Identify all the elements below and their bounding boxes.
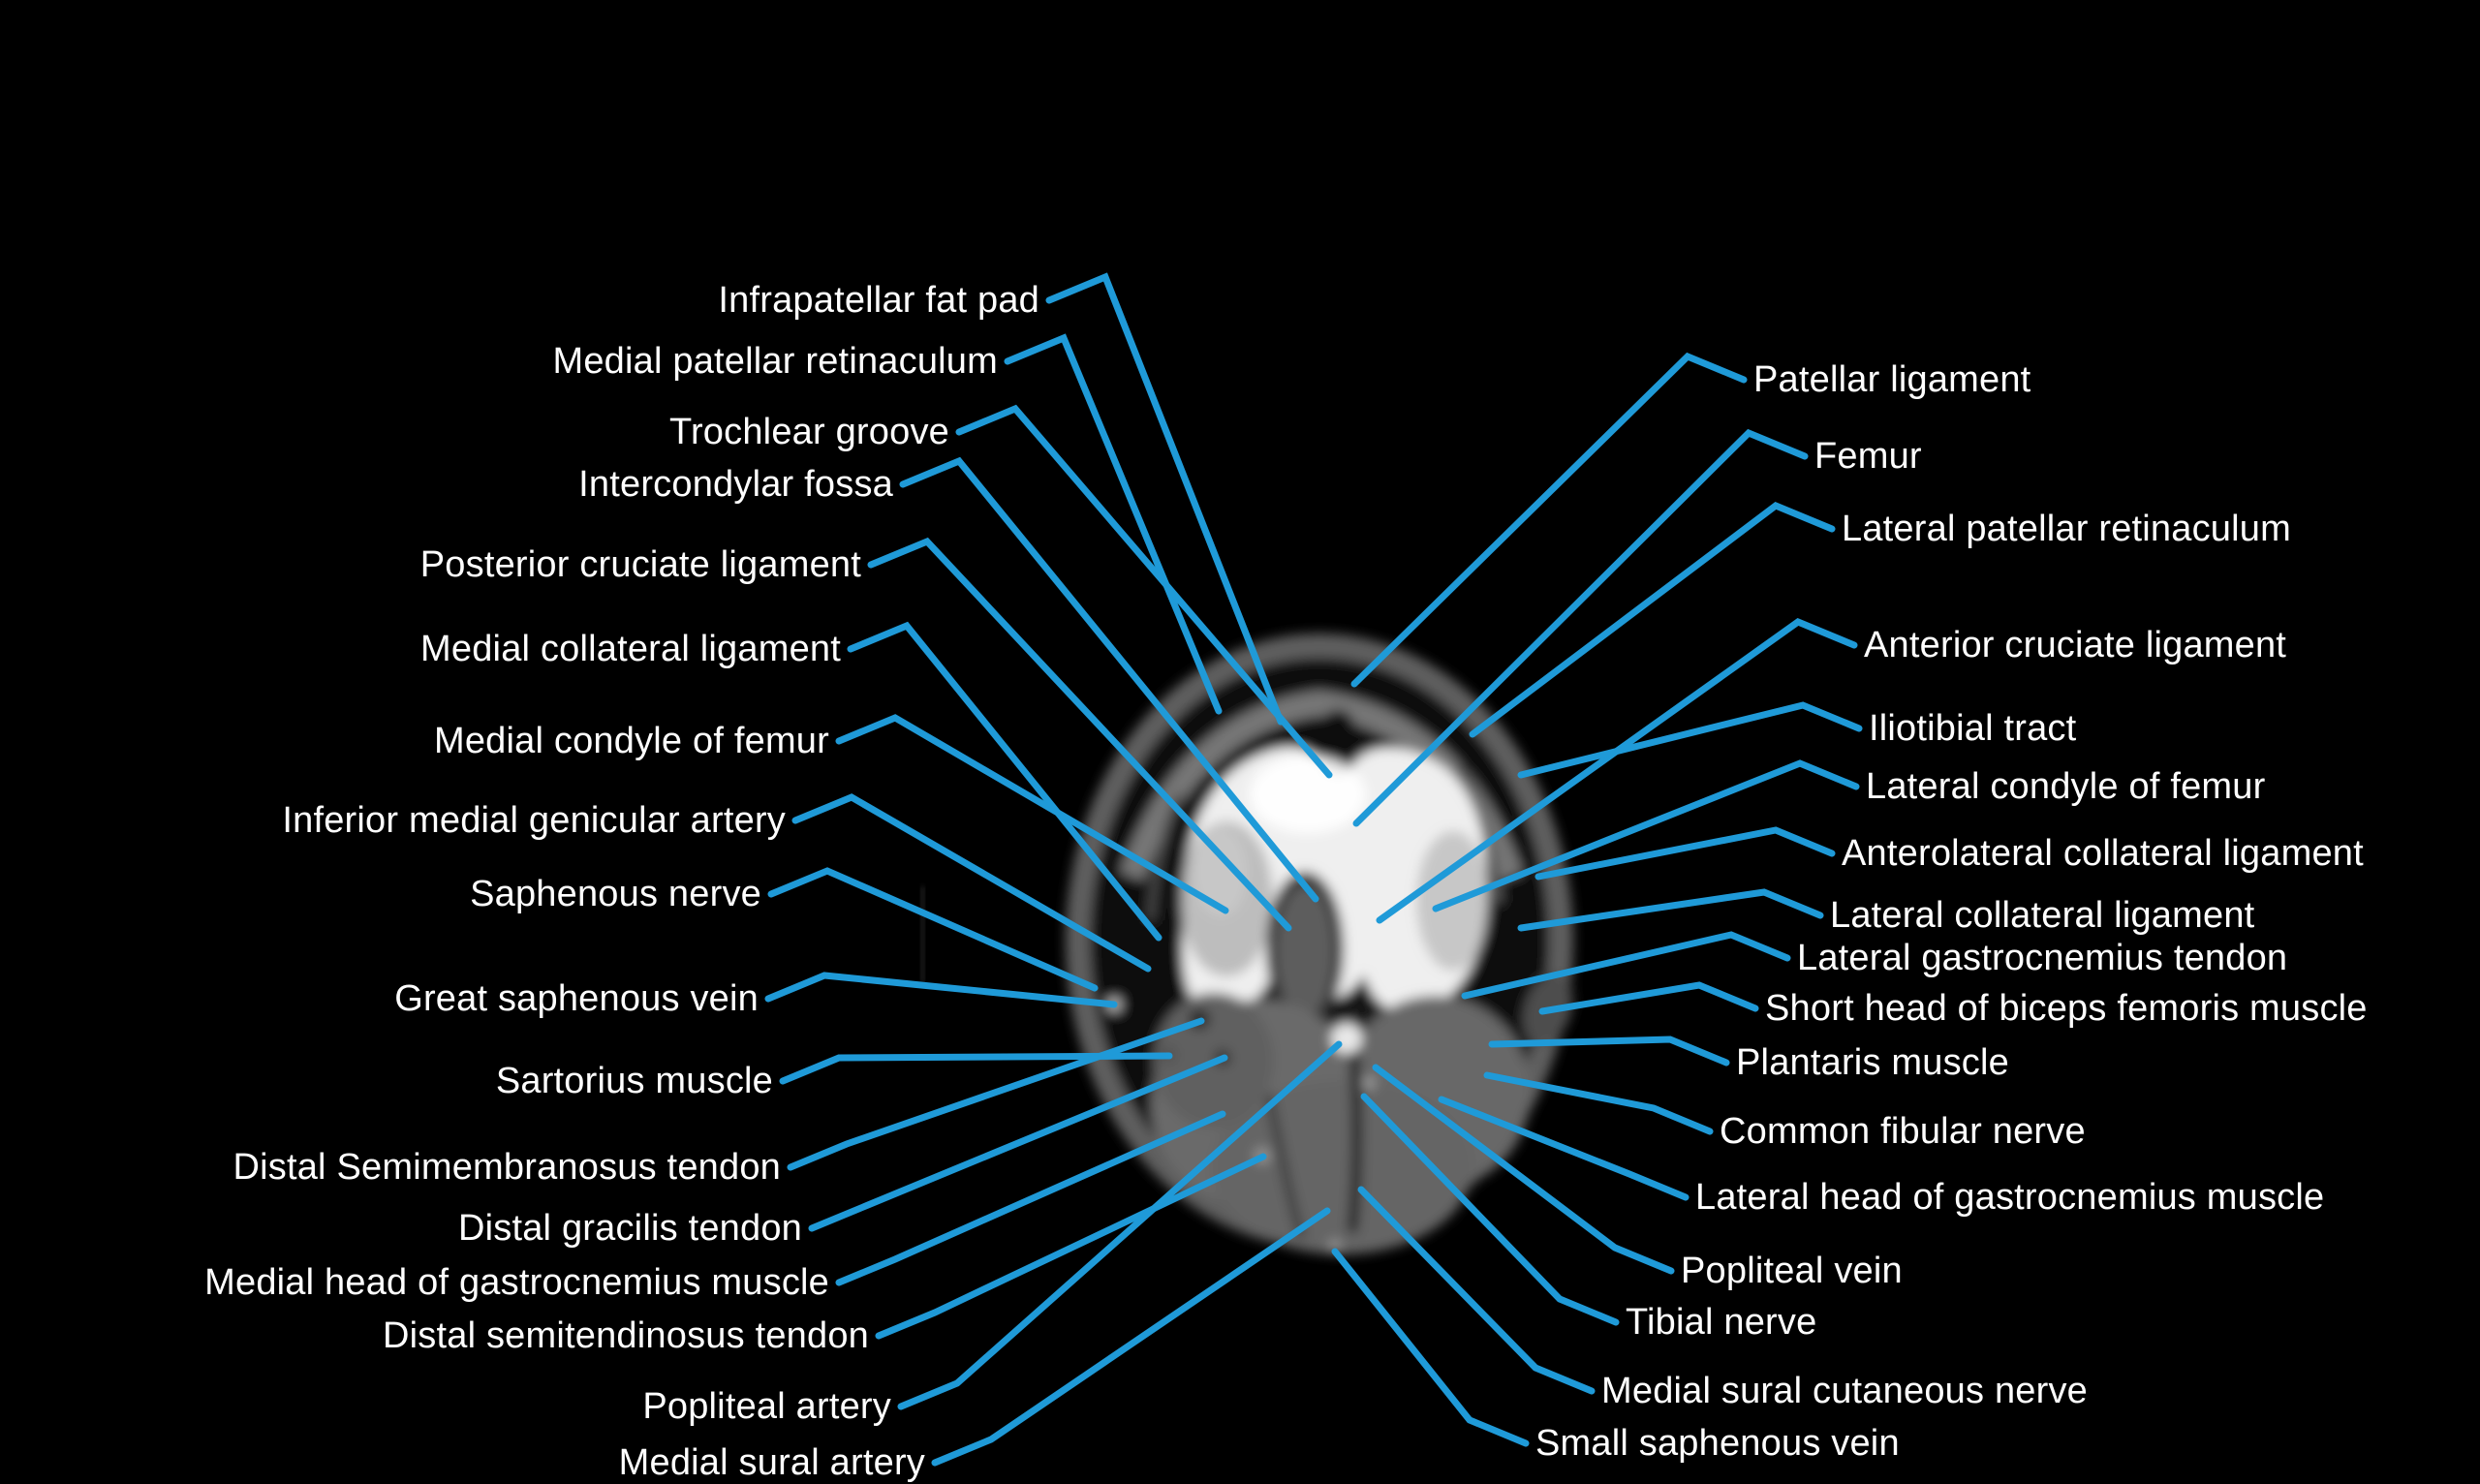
label-distal-semimembranosus-tendon: Distal Semimembranosus tendon [232, 1147, 781, 1188]
leader-line-great-saphenous-vein [764, 972, 1118, 1008]
label-inferior-medial-genicular-artery: Inferior medial genicular artery [282, 800, 786, 841]
leader-line-distal-semimembranosus-tendon [787, 1017, 1205, 1171]
label-lateral-head-of-gastrocnemius-muscle: Lateral head of gastrocnemius muscle [1695, 1177, 2325, 1218]
leader-line-saphenous-nerve [767, 867, 1099, 992]
leader-lines-right [1331, 352, 1863, 1447]
leader-line-lateral-patellar-retinaculum [1469, 502, 1836, 738]
leader-line-lateral-condyle-of-femur [1432, 759, 1860, 912]
label-anterolateral-collateral-ligament: Anterolateral collateral ligament [1842, 833, 2364, 874]
leader-line-lateral-head-of-gastrocnemius-muscle [1438, 1096, 1690, 1201]
leader-line-medial-collateral-ligament [847, 621, 1162, 942]
label-medial-head-of-gastrocnemius-muscle: Medial head of gastrocnemius muscle [204, 1262, 829, 1303]
knee-mri-image [1066, 634, 1573, 1254]
leader-line-medial-head-of-gastrocnemius-muscle [835, 1110, 1226, 1286]
label-lateral-gastrocnemius-tendon: Lateral gastrocnemius tendon [1797, 938, 2288, 978]
label-popliteal-artery: Popliteal artery [642, 1386, 891, 1427]
label-short-head-of-biceps-femoris-muscle: Short head of biceps femoris muscle [1765, 988, 2368, 1029]
leader-line-infrapatellar-fat-pad [1045, 272, 1285, 726]
label-medial-collateral-ligament: Medial collateral ligament [420, 629, 841, 669]
leader-line-common-fibular-nerve [1483, 1071, 1714, 1135]
label-distal-semitendinosus-tendon: Distal semitendinosus tendon [383, 1315, 869, 1356]
leader-line-inferior-medial-genicular-artery [791, 793, 1152, 973]
leader-line-popliteal-artery [897, 1040, 1343, 1410]
leader-line-plantaris-muscle [1488, 1036, 1730, 1067]
label-medial-sural-cutaneous-nerve: Medial sural cutaneous nerve [1601, 1371, 2088, 1411]
label-intercondylar-fossa: Intercondylar fossa [578, 464, 893, 505]
leader-line-small-saphenous-vein [1331, 1248, 1530, 1447]
leader-line-distal-gracilis-tendon [808, 1054, 1228, 1232]
label-posterior-cruciate-ligament: Posterior cruciate ligament [419, 544, 861, 585]
label-infrapatellar-fat-pad: Infrapatellar fat pad [718, 280, 1039, 321]
leader-lines-left [764, 272, 1343, 1467]
leader-line-femur [1352, 428, 1809, 827]
leader-line-short-head-of-biceps-femoris-muscle [1538, 981, 1759, 1015]
leader-line-medial-condyle-of-femur [835, 714, 1229, 914]
leader-line-popliteal-vein [1372, 1064, 1675, 1275]
label-medial-condyle-of-femur: Medial condyle of femur [433, 721, 829, 761]
label-lateral-condyle-of-femur: Lateral condyle of femur [1866, 766, 2266, 807]
label-medial-patellar-retinaculum: Medial patellar retinaculum [552, 341, 998, 382]
label-lateral-collateral-ligament: Lateral collateral ligament [1830, 895, 2255, 936]
label-plantaris-muscle: Plantaris muscle [1736, 1042, 2009, 1083]
leader-line-tibial-nerve [1360, 1093, 1620, 1326]
leader-line-medial-sural-artery [931, 1207, 1331, 1467]
label-popliteal-vein: Popliteal vein [1681, 1251, 1903, 1291]
label-anterior-cruciate-ligament: Anterior cruciate ligament [1864, 625, 2287, 665]
label-distal-gracilis-tendon: Distal gracilis tendon [457, 1208, 802, 1249]
label-femur: Femur [1814, 436, 1922, 477]
label-patellar-ligament: Patellar ligament [1753, 359, 2031, 400]
leader-line-medial-sural-cutaneous-nerve [1357, 1186, 1596, 1395]
label-medial-sural-artery: Medial sural artery [618, 1442, 925, 1483]
label-great-saphenous-vein: Great saphenous vein [394, 978, 759, 1019]
label-iliotibial-tract: Iliotibial tract [1869, 708, 2077, 749]
leader-line-posterior-cruciate-ligament [867, 537, 1292, 932]
leader-line-iliotibial-tract [1517, 701, 1863, 779]
label-common-fibular-nerve: Common fibular nerve [1720, 1111, 2086, 1152]
label-trochlear-groove: Trochlear groove [668, 412, 949, 452]
leader-line-intercondylar-fossa [899, 456, 1319, 903]
leader-line-patellar-ligament [1350, 352, 1748, 688]
leader-line-sartorius-muscle [779, 1052, 1173, 1085]
label-lateral-patellar-retinaculum: Lateral patellar retinaculum [1842, 509, 2291, 549]
leader-line-trochlear-groove [955, 404, 1333, 779]
label-small-saphenous-vein: Small saphenous vein [1535, 1423, 1900, 1464]
leader-line-lateral-collateral-ligament [1517, 888, 1824, 932]
label-sartorius-muscle: Sartorius muscle [495, 1061, 773, 1101]
leader-line-anterolateral-collateral-ligament [1534, 826, 1836, 881]
scan-artifact-line [921, 886, 924, 983]
leader-line-lateral-gastrocnemius-tendon [1461, 931, 1791, 1000]
leader-line-anterior-cruciate-ligament [1376, 618, 1858, 924]
label-tibial-nerve: Tibial nerve [1626, 1302, 1817, 1343]
label-saphenous-nerve: Saphenous nerve [470, 874, 761, 914]
